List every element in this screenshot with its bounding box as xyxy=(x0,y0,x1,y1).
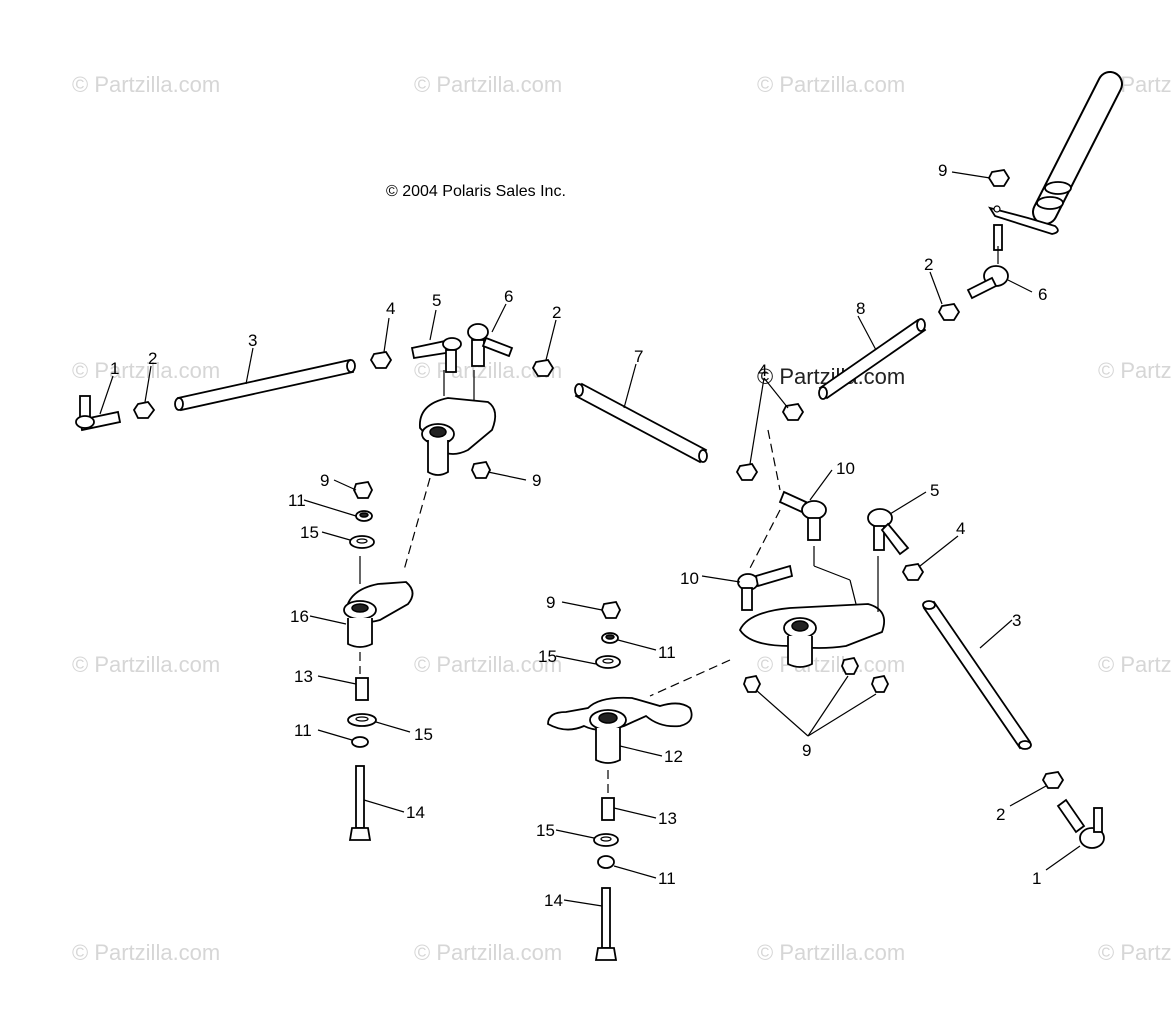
watermark: © Partzilla.com xyxy=(72,652,220,677)
watermark: © Partzilla.com xyxy=(757,72,905,97)
watermark: © Partzilla.com xyxy=(757,652,905,677)
callout-13: 13 xyxy=(658,809,677,828)
copyright-text: © 2004 Polaris Sales Inc. xyxy=(386,183,566,200)
callout-5: 5 xyxy=(930,481,939,500)
callout-3: 3 xyxy=(248,331,257,350)
callout-9: 9 xyxy=(532,471,541,490)
nut-9-top xyxy=(987,169,1011,187)
callout-10: 10 xyxy=(680,569,699,588)
callout-4: 4 xyxy=(956,519,965,538)
callout-11: 11 xyxy=(658,643,676,662)
watermark: © Partzilla.com xyxy=(414,72,562,97)
callout-14: 14 xyxy=(406,803,425,822)
watermark: © Partzilla.com xyxy=(1098,652,1172,677)
rod-end-5-right xyxy=(867,508,910,556)
tie-rod-left xyxy=(174,358,356,412)
callout-11: 11 xyxy=(658,869,676,888)
jam-nut-2-center xyxy=(531,359,555,377)
nut-9-a xyxy=(471,461,492,479)
watermark: © Partzilla.com xyxy=(72,940,220,965)
watermark: © Partzilla.com xyxy=(757,940,905,965)
rod-end-10-lower xyxy=(737,564,794,611)
rod-end-5-left xyxy=(410,337,462,373)
callout-12: 12 xyxy=(664,747,683,766)
stack-left xyxy=(343,481,414,841)
callout-1: 1 xyxy=(1032,869,1041,888)
jam-nut-4-center xyxy=(735,463,759,481)
callout-9: 9 xyxy=(320,471,329,490)
callout-14: 14 xyxy=(544,891,563,910)
callout-2: 2 xyxy=(552,303,561,322)
steering-column xyxy=(988,71,1123,251)
callout-4: 4 xyxy=(758,361,767,380)
callout-15: 15 xyxy=(536,821,555,840)
callout-7: 7 xyxy=(634,347,643,366)
callout-15: 15 xyxy=(538,647,557,666)
callout-10: 10 xyxy=(836,459,855,478)
callout-9: 9 xyxy=(546,593,555,612)
callout-2: 2 xyxy=(148,349,157,368)
watermark: © Partzilla.com xyxy=(414,652,562,677)
watermark: © Partzilla.com xyxy=(1098,940,1172,965)
tie-rod-8 xyxy=(818,318,927,400)
jam-nut-2-right xyxy=(1041,771,1065,789)
callout-16: 16 xyxy=(290,607,309,626)
pitman-arm-upper-left xyxy=(419,397,497,476)
watermark: © Partzilla.com xyxy=(1098,358,1172,383)
rod-end-1-left xyxy=(75,395,122,432)
callout-11: 11 xyxy=(294,721,312,740)
callout-3: 3 xyxy=(1012,611,1021,630)
callout-4: 4 xyxy=(386,299,395,318)
jam-nut-2-right-upper xyxy=(937,303,961,321)
callout-1: 1 xyxy=(110,359,119,378)
nuts-9-group xyxy=(743,656,890,693)
drag-link-7 xyxy=(574,382,708,464)
watermark: © Partzilla.com xyxy=(72,72,220,97)
rod-end-1-right xyxy=(1056,798,1105,849)
rod-end-6-right xyxy=(966,265,1009,300)
callout-2: 2 xyxy=(996,805,1005,824)
jam-nut-4-left xyxy=(369,351,393,369)
rod-end-6-left xyxy=(467,323,514,367)
jam-nut-2-left xyxy=(132,401,156,419)
callout-labels: 1 2 3 4 5 6 2 9 7 8 4 2 6 9 10 10 5 4 3 … xyxy=(110,161,1047,910)
callout-15: 15 xyxy=(414,725,433,744)
watermark-grid: © Partzilla.com © Partzilla.com © Partzi… xyxy=(72,72,1172,965)
assembly-lines xyxy=(359,246,999,794)
callout-5: 5 xyxy=(432,291,441,310)
jam-nut-4-right xyxy=(901,563,925,581)
callout-6: 6 xyxy=(504,287,513,306)
callout-13: 13 xyxy=(294,667,313,686)
callout-2: 2 xyxy=(924,255,933,274)
callout-15: 15 xyxy=(300,523,319,542)
watermark: © Partzilla.com xyxy=(72,358,220,383)
watermark: © Partzilla.com xyxy=(414,940,562,965)
callout-9: 9 xyxy=(938,161,947,180)
callout-8: 8 xyxy=(856,299,865,318)
idler-arm-right xyxy=(738,603,886,668)
callout-9: 9 xyxy=(802,741,811,760)
rod-end-10-upper xyxy=(778,490,827,541)
tie-rod-right xyxy=(922,600,1032,750)
callout-6: 6 xyxy=(1038,285,1047,304)
leader-lines xyxy=(99,171,1081,907)
callout-11: 11 xyxy=(288,491,306,510)
stack-center xyxy=(547,601,693,961)
